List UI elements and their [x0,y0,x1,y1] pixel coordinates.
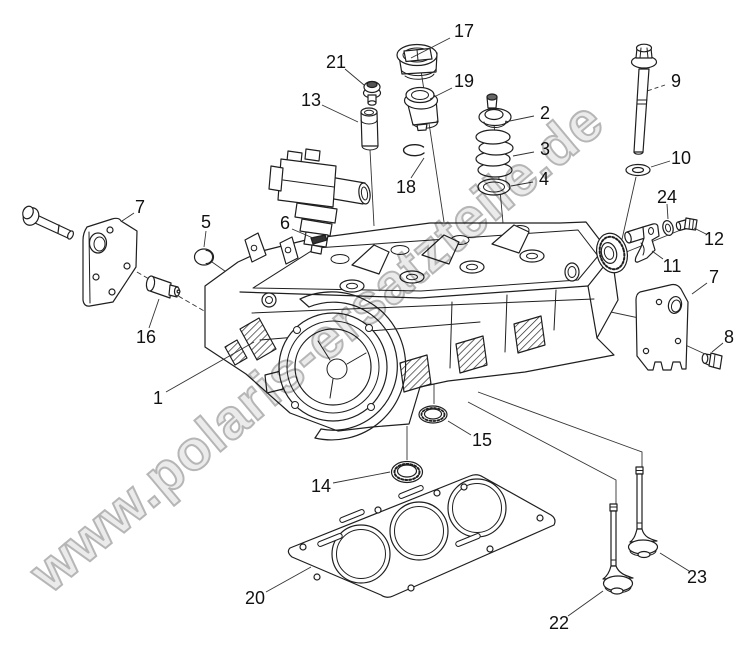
callout-label-16: 16 [136,327,156,347]
bolt-washer [626,165,650,176]
leader-line-20 [265,566,312,593]
valve-seal-ring [478,179,510,195]
callout-label-6: 6 [280,213,290,233]
callout-label-15: 15 [472,430,492,450]
leader-line-24 [666,203,669,220]
cylinder-head [205,222,618,440]
snap-ring [404,145,424,156]
leader-line-21 [344,68,365,86]
bracket-bolt [20,204,74,239]
callout-label-3: 3 [540,139,550,159]
bushing [145,276,179,298]
callout-label-24: 24 [657,187,677,207]
valve-spring [476,130,513,177]
leader-line-15 [447,420,472,436]
leader-line-18 [410,157,425,179]
leader-line-2 [504,115,535,123]
leader-line-4 [510,181,534,187]
callout-label-19: 19 [454,71,474,91]
leader-line-14 [332,471,391,484]
leader-line-12 [693,227,707,235]
oil-filler-cap [397,45,437,80]
leader-line-17 [410,37,451,59]
guide-tube [361,108,378,150]
spring-retainer [479,94,511,128]
callout-label-22: 22 [549,613,569,633]
leader-line-7-left [121,212,135,222]
callout-label-5: 5 [201,212,211,232]
callout-label-11: 11 [663,256,682,276]
leader-line-10 [650,160,671,168]
leader-line-7-right [691,282,708,295]
fuel-injector [269,149,371,254]
leader-line-3 [512,151,535,157]
callout-label-14: 14 [311,476,331,496]
callout-label-1: 1 [153,388,163,408]
leader-line-5 [203,230,207,248]
cam-washer [661,219,675,236]
screw-plug [702,353,722,369]
callout-label-7-left: 7 [135,197,145,217]
callout-label-21: 21 [326,52,346,72]
callout-label-20: 20 [245,588,265,608]
leader-line-23 [659,552,690,572]
callout-label-4: 4 [539,169,549,189]
leader-line-16 [148,298,160,329]
callout-label-23: 23 [687,567,707,587]
plug-cap [195,249,214,265]
callout-label-2: 2 [540,103,550,123]
valve-intake [603,504,633,594]
leader-line-1 [165,341,255,393]
callout-label-18: 18 [396,177,416,197]
vent-fitting [364,82,381,106]
bracket-left [83,218,137,306]
leader-line-9 [646,84,666,92]
callout-label-17: 17 [454,21,474,41]
valve-exhaust [629,467,658,558]
callout-label-13: 13 [301,90,321,110]
callout-label-12: 12 [704,229,724,249]
shaft-seal-large [392,462,423,483]
cam-retainer [624,224,659,262]
head-gasket [288,475,555,598]
callout-label-10: 10 [671,148,691,168]
leader-line-11 [651,250,664,260]
callout-label-9: 9 [671,71,681,91]
cam-bolt [676,218,697,231]
filler-neck [405,88,439,131]
camshaft-seal [592,230,631,276]
leader-line-13 [321,104,359,123]
leader-line-19 [429,87,453,100]
callout-label-8: 8 [724,327,734,347]
injector-clip [311,235,327,244]
leader-line-8 [711,342,724,353]
shaft-seal-small [419,406,447,423]
head-bolt [632,44,657,154]
callout-leader-lines [121,37,724,617]
bracket-right [636,285,688,371]
callout-label-7-right: 7 [709,267,719,287]
leader-line-6 [291,228,314,239]
leader-line-22 [567,590,604,617]
